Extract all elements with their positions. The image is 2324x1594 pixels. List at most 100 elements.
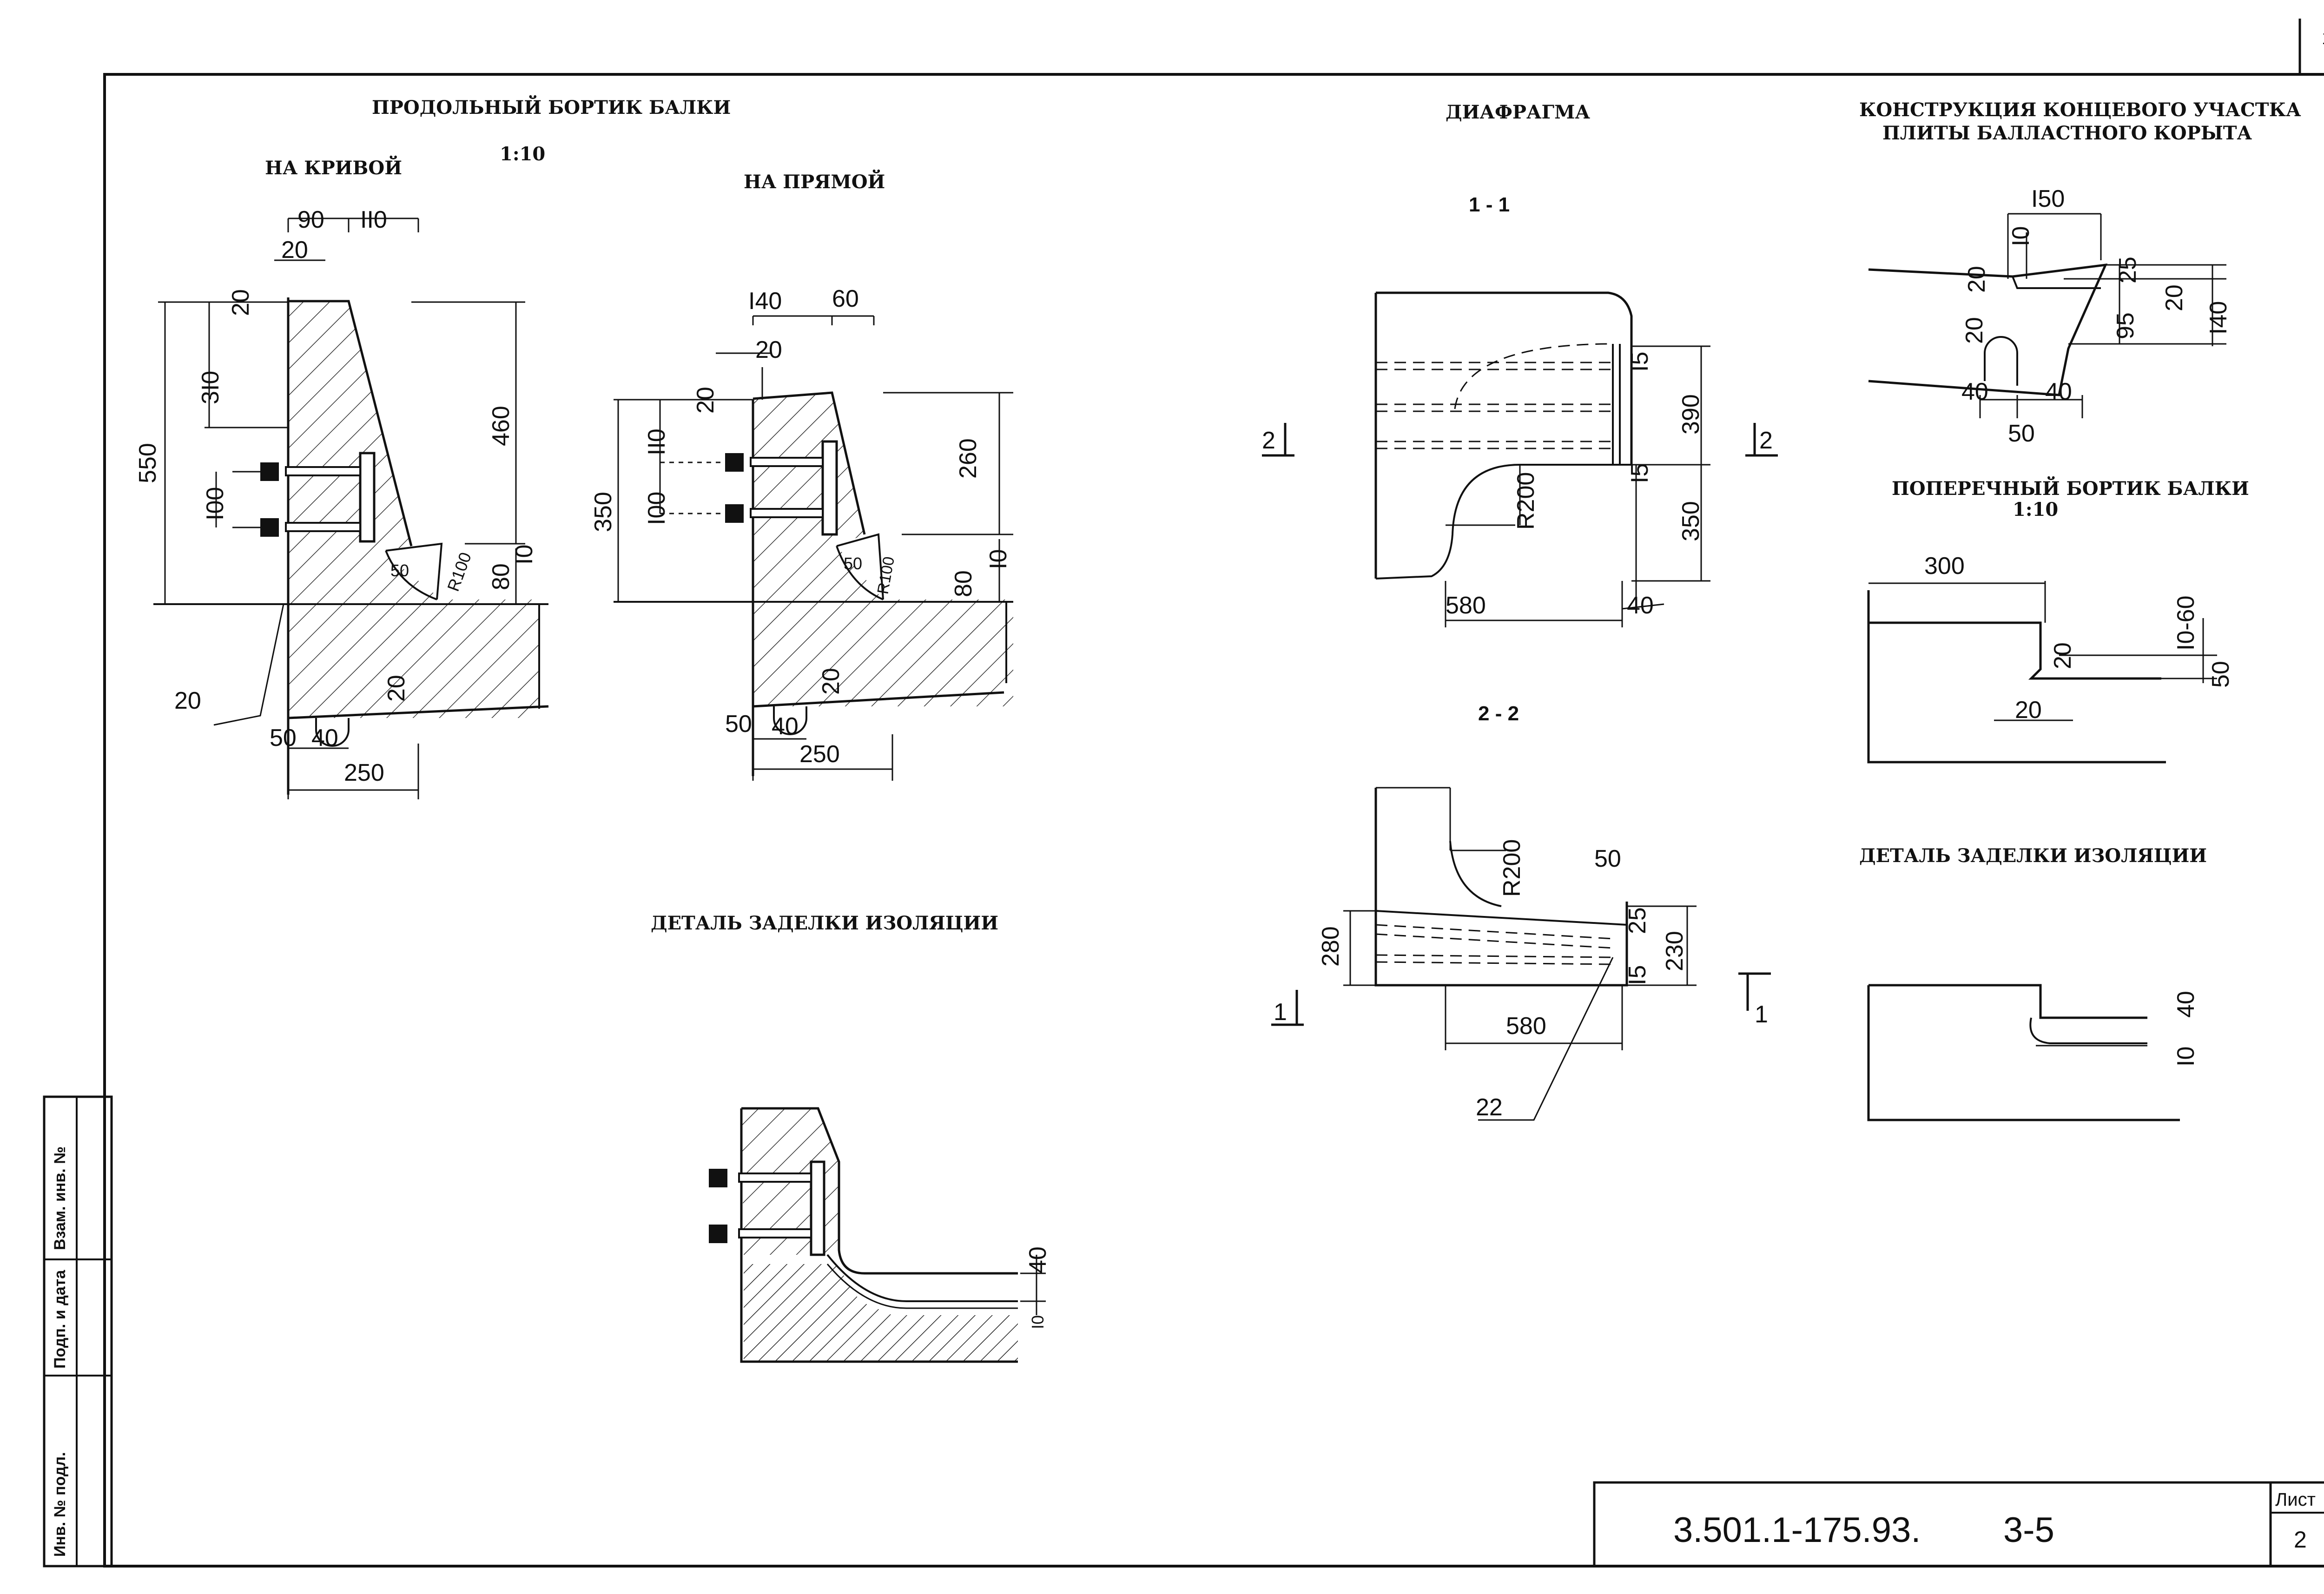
sheet-number: 2	[2294, 1527, 2307, 1553]
end-dim-40-left: 40	[1961, 378, 1988, 405]
iso-detail-right: 40 I0	[1867, 984, 2199, 1121]
end-dim-25: 25	[2114, 257, 2141, 283]
sheet-label: Лист	[2275, 1489, 2316, 1510]
title-diaphragm: ДИАФРАГМА	[1446, 101, 1590, 123]
end-plate-detail: I50 I0 20 25 20 I40 95 20 40 40 50	[1868, 185, 2232, 447]
curve-dim-90: 90	[297, 206, 324, 233]
diaphragm-2-dim-280: 280	[1317, 926, 1344, 967]
straight-dim-40: 40	[772, 713, 799, 740]
curve-dim-110: II0	[360, 206, 387, 233]
corner-mark: 1	[2322, 28, 2324, 48]
diaphragm-2-dim-15: I5	[1624, 965, 1651, 985]
curve-dim-50: 50	[270, 725, 297, 751]
curve-dim-80: 80	[488, 563, 515, 590]
iso-left-dim-40: 40	[1024, 1246, 1051, 1273]
curve-dim-250: 250	[344, 759, 384, 786]
straight-dim-80: 80	[950, 570, 977, 597]
cut-mark-2-left: 2	[1262, 427, 1275, 454]
straight-dim-350: 350	[590, 492, 617, 532]
stamp-inv-no: Инв. № подл.	[51, 1452, 69, 1557]
straight-dim-110: II0	[643, 428, 670, 455]
title-on-curve: НА КРИВОЙ	[265, 156, 402, 179]
diaphragm-dim-r200: R200	[1512, 472, 1539, 530]
stamp-sign-date: Подп. и дата	[51, 1270, 69, 1369]
end-dim-10: I0	[2007, 226, 2034, 246]
straight-dim-100: I00	[643, 492, 670, 525]
straight-side-view: I40 60 20 20 II0 350 I00 260 50 R100 80 …	[590, 285, 1013, 781]
straight-dim-20-side: 20	[692, 387, 719, 414]
diaphragm-2-dim-230: 230	[1661, 931, 1688, 971]
curve-dim-550: 550	[134, 443, 161, 483]
title-block: 3.501.1-175.93. 3-5 Лист 2	[1593, 1481, 2324, 1568]
curve-side-view: 90 II0 20 20 550 3I0 460 I00 I0 80 50 R1…	[134, 206, 549, 799]
drawing-code: 3.501.1-175.93.	[1673, 1510, 1921, 1550]
title-end-section-2: ПЛИТЫ БАЛЛАСТНОГО КОРЫТА	[1882, 122, 2252, 144]
diaphragm-dim-580: 580	[1446, 592, 1486, 619]
diaphragm-dim-40: 40	[1627, 592, 1654, 619]
title-on-straight: НА ПРЯМОЙ	[744, 170, 885, 193]
cross-dim-20-bottom: 20	[2015, 697, 2042, 724]
end-dim-20-top: 20	[1963, 266, 1990, 293]
iso-detail-left: 40 I0	[709, 1107, 1051, 1363]
cut-mark-1-left: 1	[1274, 999, 1287, 1026]
iso-right-dim-10: I0	[2172, 1047, 2199, 1067]
straight-dim-50-chamfer: 50	[844, 554, 862, 573]
cross-dim-300: 300	[1924, 553, 1965, 580]
cross-dim-20-top: 20	[2049, 642, 2076, 669]
straight-dim-20-bottom: 20	[818, 668, 845, 695]
curve-dim-20-bottom: 20	[383, 675, 410, 702]
title-scale-cross: 1:10	[2013, 499, 2058, 520]
curve-dim-10: I0	[511, 545, 538, 565]
title-section-1-1: 1 - 1	[1469, 193, 1510, 216]
title-scale-main: 1:10	[500, 143, 545, 165]
diaphragm-dim-15-mid: I5	[1626, 463, 1653, 483]
stamp-replace-inv: Взам. инв. №	[51, 1146, 69, 1250]
title-iso-detail-left: ДЕТАЛЬ ЗАДЕЛКИ ИЗОЛЯЦИИ	[651, 912, 998, 934]
end-dim-20-side: 20	[2161, 284, 2188, 311]
cross-side-detail: 300 I0-60 20 50 20	[1867, 553, 2234, 764]
diaphragm-2-dim-r200: R200	[1499, 839, 1525, 897]
cross-dim-50: 50	[2207, 661, 2234, 688]
cut-mark-2-right: 2	[1759, 427, 1773, 454]
sheet-frame: 1	[103, 19, 2324, 1568]
straight-dim-260: 260	[955, 438, 982, 479]
diaphragm-2-dim-25: 25	[1624, 907, 1651, 934]
straight-dim-60: 60	[832, 285, 859, 312]
drawing-part: 3-5	[2003, 1510, 2054, 1550]
iso-right-dim-40: 40	[2172, 991, 2199, 1018]
straight-dim-250: 250	[799, 741, 840, 768]
diaphragm-dim-390: 390	[1677, 394, 1704, 435]
straight-dim-10: I0	[985, 549, 1012, 569]
diaphragm-dim-15-top: I5	[1626, 352, 1653, 372]
curve-dim-40: 40	[311, 725, 338, 751]
diaphragm-section-1-1: I5 390 I5 350 R200 580 40 2 2	[1262, 291, 1778, 627]
curve-dim-20-side: 20	[227, 289, 254, 316]
side-stamp-table: Инв. № подл. Подп. и дата Взам. инв. №	[43, 1095, 113, 1568]
curve-dim-20-top: 20	[281, 237, 308, 263]
title-cross-side: ПОПЕРЕЧНЫЙ БОРТИК БАЛКИ	[1892, 476, 2249, 500]
curve-callout-20: 20	[174, 687, 201, 714]
cross-dim-10-60: I0-60	[2172, 595, 2199, 651]
end-dim-150: I50	[2031, 185, 2065, 212]
curve-dim-310: 3I0	[197, 371, 224, 404]
diaphragm-section-2-2: 50 25 230 I5 280 R200 580 1 1 22	[1271, 787, 1771, 1121]
title-iso-detail-right: ДЕТАЛЬ ЗАДЕЛКИ ИЗОЛЯЦИИ	[1859, 845, 2207, 867]
end-dim-20-low: 20	[1961, 317, 1988, 344]
diaphragm-dim-350: 350	[1677, 501, 1704, 541]
curve-dim-460: 460	[488, 406, 515, 446]
diaphragm-2-dim-50: 50	[1594, 845, 1621, 872]
end-dim-50: 50	[2008, 420, 2035, 447]
end-dim-140: I40	[2205, 301, 2232, 335]
iso-left-dim-10: I0	[1028, 1315, 1047, 1329]
straight-dim-20-top: 20	[755, 336, 782, 363]
end-dim-95: 95	[2112, 312, 2139, 339]
straight-dim-140: I40	[748, 288, 782, 315]
end-dim-40-right: 40	[2045, 378, 2072, 405]
title-section-2-2: 2 - 2	[1478, 702, 1519, 725]
curve-dim-50-chamfer: 50	[390, 561, 409, 580]
straight-dim-r100: R100	[874, 555, 898, 596]
cut-mark-1-right: 1	[1755, 1001, 1768, 1028]
title-end-section-1: КОНСТРУКЦИЯ КОНЦЕВОГО УЧАСТКА	[1859, 99, 2301, 121]
